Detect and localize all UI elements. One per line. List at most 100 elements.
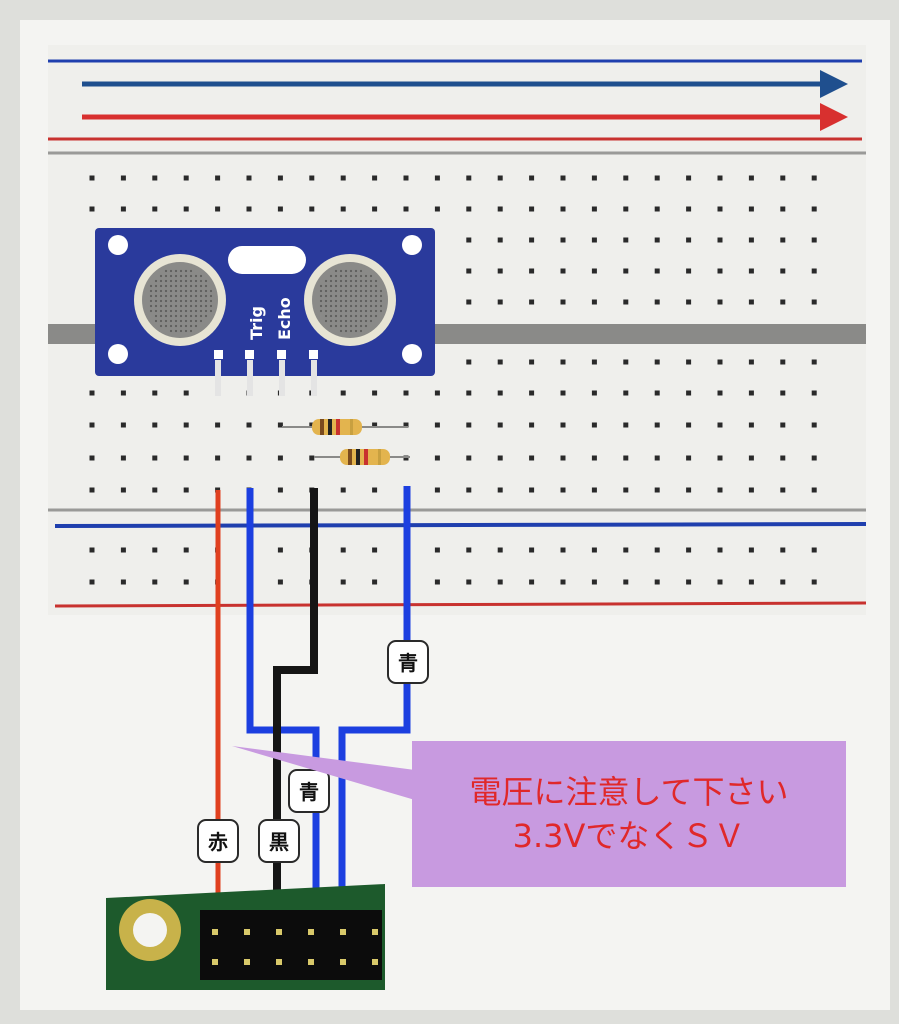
- mesh-dot: [184, 299, 188, 303]
- gpio-pin: [212, 959, 218, 965]
- mesh-dot: [169, 269, 173, 273]
- mesh-dot: [364, 324, 368, 328]
- breadboard-hole: [591, 547, 597, 553]
- callout-line-1: 電圧に注意して下さい: [469, 773, 788, 811]
- breadboard-hole: [811, 299, 817, 305]
- mesh-dot: [169, 284, 173, 288]
- mesh-dot: [379, 294, 383, 298]
- mesh-dot: [324, 319, 328, 323]
- mesh-dot: [359, 294, 363, 298]
- breadboard-hole: [340, 579, 346, 585]
- mesh-dot: [189, 304, 193, 308]
- breadboard-hole: [560, 268, 566, 274]
- mesh-dot: [149, 289, 153, 293]
- mesh-dot: [344, 294, 348, 298]
- mesh-dot: [169, 304, 173, 308]
- breadboard-hole: [529, 422, 535, 428]
- mesh-dot: [154, 314, 158, 318]
- breadboard-hole: [748, 579, 754, 585]
- breadboard-hole: [529, 390, 535, 396]
- wire-tag-red-box: [197, 819, 239, 863]
- breadboard-hole: [529, 487, 535, 493]
- breadboard-hole: [372, 422, 378, 428]
- breadboard-hole: [120, 487, 126, 493]
- mesh-dot: [194, 304, 198, 308]
- mesh-dot: [154, 309, 158, 313]
- blue-rail-arrow-head: [820, 70, 848, 98]
- mesh-dot: [154, 319, 158, 323]
- mesh-dot: [359, 284, 363, 288]
- mesh-dot: [204, 309, 208, 313]
- mesh-dot: [329, 309, 333, 313]
- breadboard-hole: [277, 455, 283, 461]
- mesh-dot: [184, 319, 188, 323]
- breadboard-hole: [466, 206, 472, 212]
- breadboard-hole: [686, 390, 692, 396]
- breadboard-hole: [89, 455, 95, 461]
- mesh-dot: [179, 329, 183, 333]
- mesh-dot: [169, 299, 173, 303]
- breadboard-hole: [152, 455, 158, 461]
- mesh-dot: [359, 319, 363, 323]
- breadboard-hole: [686, 268, 692, 274]
- mesh-dot: [364, 314, 368, 318]
- mesh-dot: [194, 279, 198, 283]
- echo-pin-label: Echo: [275, 297, 294, 340]
- mesh-dot: [174, 319, 178, 323]
- mesh-dot: [159, 274, 163, 278]
- mesh-dot: [154, 279, 158, 283]
- breadboard-hole: [497, 547, 503, 553]
- breadboard-hole: [309, 422, 315, 428]
- mesh-dot: [329, 284, 333, 288]
- gpio-pin: [308, 959, 314, 965]
- mesh-dot: [359, 289, 363, 293]
- breadboard-hole: [120, 390, 126, 396]
- breadboard-hole: [152, 206, 158, 212]
- mesh-dot: [379, 309, 383, 313]
- mesh-dot: [179, 279, 183, 283]
- breadboard-hole: [529, 299, 535, 305]
- mesh-dot: [184, 324, 188, 328]
- mesh-dot: [199, 304, 203, 308]
- mesh-dot: [354, 309, 358, 313]
- mesh-dot: [164, 304, 168, 308]
- mesh-dot: [169, 324, 173, 328]
- pcb-mount-hole: [133, 913, 167, 947]
- resistor-1-band-4: [350, 419, 353, 435]
- breadboard-hole: [372, 206, 378, 212]
- mesh-dot: [159, 294, 163, 298]
- mesh-dot: [339, 269, 343, 273]
- resistor-2-band-1: [348, 449, 352, 465]
- mesh-dot: [364, 274, 368, 278]
- gpio-pin: [372, 929, 378, 935]
- breadboard-hole: [529, 175, 535, 181]
- breadboard-hole: [529, 206, 535, 212]
- mesh-dot: [324, 279, 328, 283]
- mesh-dot: [334, 309, 338, 313]
- breadboard-hole: [246, 206, 252, 212]
- mesh-dot: [369, 274, 373, 278]
- mesh-dot: [344, 284, 348, 288]
- sensor-receiver: [312, 262, 388, 338]
- mesh-dot: [349, 294, 353, 298]
- breadboard-hole: [623, 455, 629, 461]
- resistor-1-band-3: [336, 419, 340, 435]
- mesh-dot: [359, 299, 363, 303]
- breadboard-hole: [780, 359, 786, 365]
- breadboard-hole: [623, 268, 629, 274]
- mesh-dot: [174, 329, 178, 333]
- breadboard-hole: [340, 175, 346, 181]
- mesh-dot: [164, 294, 168, 298]
- mesh-dot: [379, 304, 383, 308]
- breadboard-hole: [183, 547, 189, 553]
- mesh-dot: [334, 294, 338, 298]
- mesh-dot: [189, 299, 193, 303]
- gpio-pin: [340, 929, 346, 935]
- breadboard-hole: [780, 487, 786, 493]
- breadboard-hole: [183, 422, 189, 428]
- mesh-dot: [159, 299, 163, 303]
- mesh-dot: [334, 304, 338, 308]
- breadboard-hole: [654, 390, 660, 396]
- mesh-dot: [169, 294, 173, 298]
